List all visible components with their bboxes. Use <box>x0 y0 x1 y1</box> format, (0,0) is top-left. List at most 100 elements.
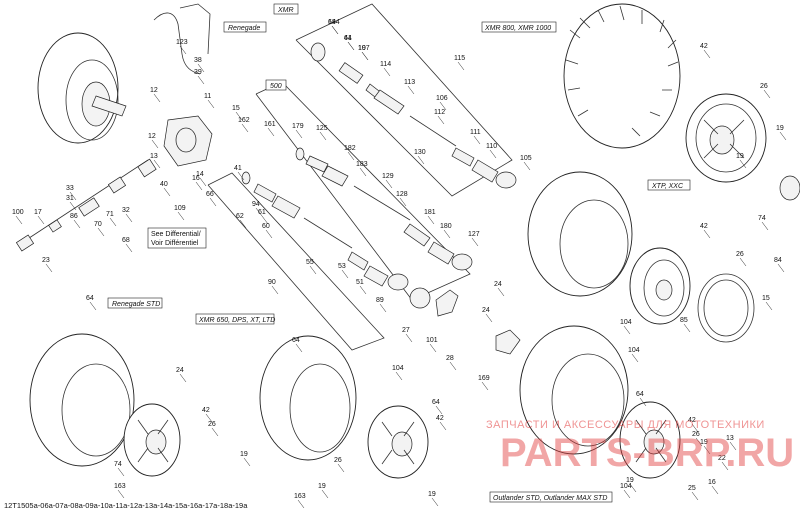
part-number-163: 163 <box>114 483 126 490</box>
part-number-64: 64 <box>344 35 352 42</box>
part-number-16: 16 <box>192 175 200 182</box>
leader-line <box>117 489 125 499</box>
variant-label-xmr800: XMR 800, XMR 1000 <box>481 21 557 33</box>
leader-line <box>399 197 407 207</box>
part-number-16: 16 <box>708 479 716 486</box>
tire-xmr650 <box>259 335 357 461</box>
part-number-25: 25 <box>688 485 696 492</box>
variant-label-xmr650: XMR 650, DPS, XT, LTD <box>195 313 275 325</box>
part-number-128: 128 <box>396 191 408 198</box>
leader-line <box>739 159 747 169</box>
part-number-74: 74 <box>758 215 766 222</box>
rim-xmr650 <box>367 405 429 479</box>
variant-label-xtp: XTP, XXC <box>647 179 691 191</box>
part-number-42: 42 <box>688 417 696 424</box>
leader-line <box>271 285 279 295</box>
leader-line <box>37 215 45 225</box>
part-number-42: 42 <box>436 415 444 422</box>
part-number-104: 104 <box>628 347 640 354</box>
watermark-tagline: ЗАПЧАСТИ И АКСЕССУАРЫ ДЛЯ МОТОТЕХНИКИ <box>486 419 765 431</box>
part-number-123: 123 <box>176 39 188 46</box>
leader-line <box>69 201 77 211</box>
leader-line <box>683 323 691 333</box>
leader-line <box>153 93 161 103</box>
leader-line <box>777 263 785 273</box>
part-number-105: 105 <box>520 155 532 162</box>
leader-line <box>457 61 465 71</box>
leader-line <box>437 115 445 125</box>
leader-line <box>779 131 787 141</box>
leader-line <box>385 179 393 189</box>
part-number-179: 179 <box>292 123 304 130</box>
part-number-23: 23 <box>42 257 50 264</box>
shaft-xmr <box>310 42 517 189</box>
part-number-26: 26 <box>692 431 700 438</box>
variant-label-renegade-std: Renegade STD <box>107 297 163 309</box>
cv-joint-left <box>91 95 127 117</box>
part-number-39: 39 <box>194 69 202 76</box>
tire-top-left <box>37 32 119 144</box>
part-number-85: 85 <box>680 317 688 324</box>
leader-line <box>703 445 711 455</box>
leader-line <box>405 333 413 343</box>
svg-text:500: 500 <box>270 83 282 90</box>
leader-line <box>435 405 443 415</box>
part-number-24: 24 <box>176 367 184 374</box>
leader-line <box>117 467 125 477</box>
leader-line <box>267 127 275 137</box>
part-number-70: 70 <box>94 221 102 228</box>
leader-line <box>179 373 187 383</box>
leader-line <box>703 49 711 59</box>
part-number-19: 19 <box>358 45 366 52</box>
leader-line <box>361 51 369 61</box>
rim-xmr800 <box>685 93 767 183</box>
leader-line <box>109 217 117 227</box>
leader-line <box>319 131 327 141</box>
part-number-184: 184 <box>328 19 340 26</box>
part-number-64: 64 <box>636 391 644 398</box>
leader-line <box>739 257 747 267</box>
beadlock-ring <box>697 273 755 343</box>
leader-line <box>523 161 531 171</box>
part-number-32: 32 <box>122 207 130 214</box>
part-number-24: 24 <box>494 281 502 288</box>
part-number-181: 181 <box>424 209 436 216</box>
leader-line <box>691 491 699 501</box>
part-number-42: 42 <box>202 407 210 414</box>
rim-renegade-std <box>123 403 181 477</box>
leader-line <box>153 159 161 169</box>
leader-line <box>199 177 207 187</box>
leader-line <box>321 489 329 499</box>
leader-line <box>241 123 249 133</box>
part-number-64: 64 <box>292 337 300 344</box>
leader-line <box>631 353 639 363</box>
part-number-114: 114 <box>380 61 391 68</box>
axle-shaft-left <box>15 158 157 252</box>
part-number-129: 129 <box>382 173 394 180</box>
part-number-38: 38 <box>194 57 202 64</box>
part-number-27: 27 <box>402 327 410 334</box>
leader-line <box>695 437 703 447</box>
diagram-reference-code: 12T1505a-06a-07a-08a-09a-10a-11a-12a-13a… <box>4 501 248 510</box>
leader-line <box>359 285 367 295</box>
part-number-24: 24 <box>482 307 490 314</box>
leader-line <box>197 75 205 85</box>
part-number-19: 19 <box>700 439 708 446</box>
leader-line <box>255 207 263 217</box>
leader-line <box>485 313 493 323</box>
part-number-100: 100 <box>12 209 24 216</box>
leader-line <box>417 155 425 165</box>
part-number-19: 19 <box>428 491 436 498</box>
leader-line <box>125 213 133 223</box>
part-number-17: 17 <box>34 209 42 216</box>
leader-line <box>703 229 711 239</box>
part-number-94: 94 <box>252 201 260 208</box>
part-number-14: 14 <box>196 171 204 178</box>
leader-line <box>97 227 105 237</box>
svg-text:Renegade STD: Renegade STD <box>112 301 160 308</box>
part-number-12: 12 <box>150 87 158 94</box>
yoke-and-flange <box>409 287 521 355</box>
part-number-162: 162 <box>238 117 250 124</box>
leader-line <box>407 85 415 95</box>
leader-line <box>711 485 719 495</box>
